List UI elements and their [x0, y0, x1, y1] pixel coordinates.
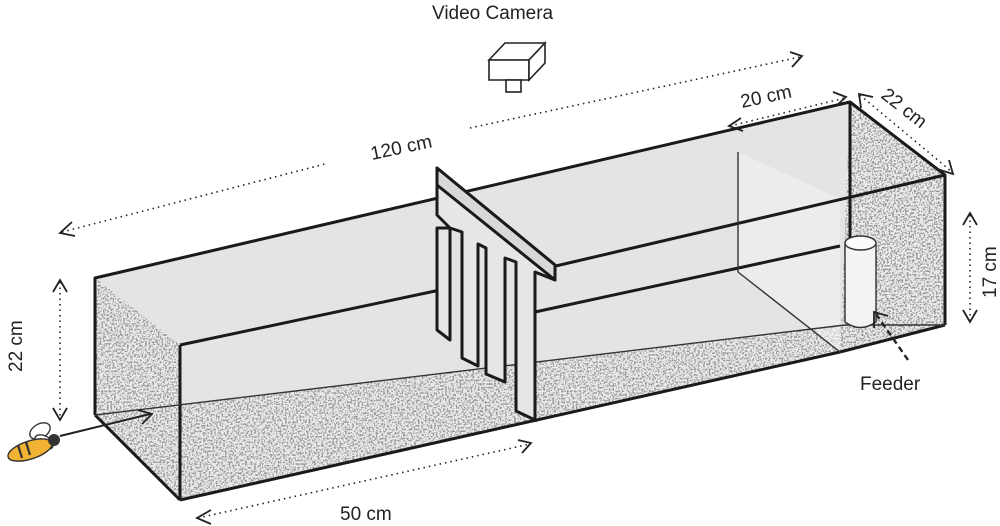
- tunnel-outline: [93, 100, 947, 502]
- chamber-divider-panel: [738, 152, 840, 352]
- dimension-height-left: [52, 278, 68, 422]
- video-camera-icon: [487, 40, 547, 93]
- dimension-height-right: [962, 211, 978, 324]
- dimension-length-entrance: [194, 439, 533, 525]
- feeder-label: Feeder: [860, 374, 921, 395]
- length-entrance-label: 50 cm: [340, 504, 392, 525]
- height-left-label: 22 cm: [6, 320, 27, 372]
- feeder-cylinder-icon: [844, 235, 877, 329]
- sliding-gate: [435, 166, 557, 422]
- dimension-length-total: [58, 51, 804, 237]
- height-right-label: 17 cm: [980, 246, 1000, 298]
- bee-flight-arrow: [59, 409, 154, 437]
- feeder-arrow: [873, 310, 909, 361]
- length-chamber-label: 20 cm: [739, 82, 794, 113]
- video-camera-label: Video Camera: [432, 3, 554, 24]
- width-label: 22 cm: [877, 84, 931, 132]
- dimension-width: [857, 92, 955, 176]
- length-total-label: 120 cm: [369, 131, 434, 164]
- bee-icon: [7, 422, 60, 462]
- dimension-length-chamber: [727, 91, 848, 132]
